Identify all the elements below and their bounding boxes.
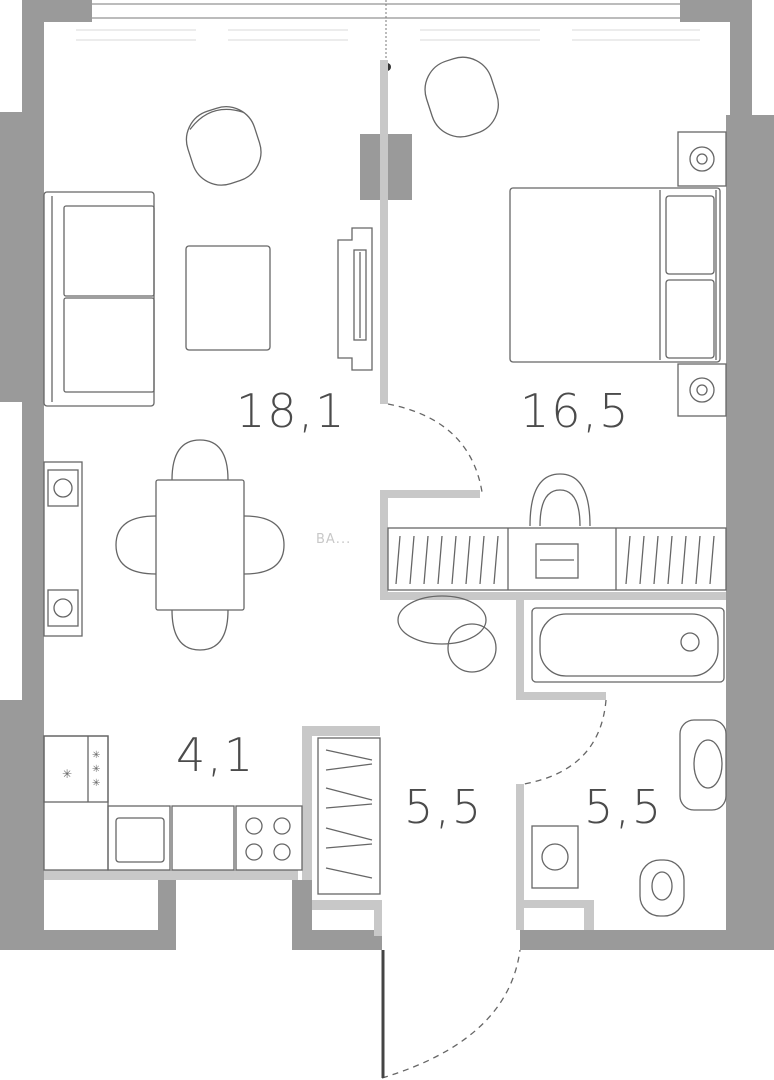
nightstands bbox=[677, 131, 727, 417]
area-label-hallway: 5,5 bbox=[404, 780, 484, 834]
dining-table bbox=[115, 439, 285, 651]
area-label-bathroom: 5,5 bbox=[584, 780, 664, 834]
washing-machine bbox=[531, 825, 579, 889]
doors bbox=[381, 403, 607, 1079]
sofa bbox=[43, 191, 155, 407]
tv-stand bbox=[337, 227, 373, 371]
svg-text:✳: ✳ bbox=[62, 767, 72, 781]
desk-chair bbox=[529, 473, 591, 527]
toilet bbox=[639, 859, 685, 917]
coffee-table bbox=[185, 245, 271, 351]
kitchen-icons: ✳ ✳ ✳ ✳ bbox=[62, 750, 100, 789]
area-label-living-room: 18,1 bbox=[236, 384, 347, 438]
bedroom-wardrobe bbox=[387, 527, 727, 591]
hall-wardrobe bbox=[317, 737, 381, 895]
armchair-living bbox=[185, 106, 262, 186]
svg-text:✳: ✳ bbox=[92, 778, 100, 789]
svg-text:✳: ✳ bbox=[92, 750, 100, 761]
partitions bbox=[44, 60, 726, 936]
area-label-bedroom: 16,5 bbox=[520, 384, 631, 438]
windows bbox=[92, 0, 680, 66]
area-label-kitchen: 4,1 bbox=[176, 728, 256, 782]
outer-walls bbox=[0, 0, 774, 950]
watermark: ВА... bbox=[316, 532, 352, 547]
hall-toilet-and-sink bbox=[397, 595, 497, 673]
window-hatching bbox=[76, 29, 700, 41]
side-cabinet bbox=[43, 461, 83, 637]
armchair-bedroom bbox=[424, 56, 499, 138]
svg-text:✳: ✳ bbox=[92, 764, 100, 775]
kitchen-units bbox=[43, 735, 303, 871]
sink-bathroom bbox=[679, 719, 727, 811]
bed bbox=[509, 187, 721, 363]
bathtub bbox=[531, 607, 725, 683]
